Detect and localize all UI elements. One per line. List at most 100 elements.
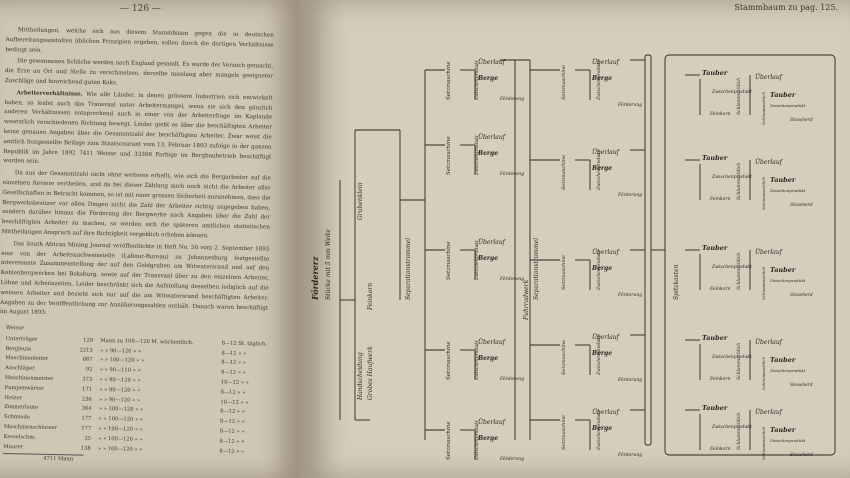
leaf-upper: Überlauf: [592, 334, 621, 341]
cell-count: 92: [85, 366, 93, 374]
leaf-middle: Zwischenprodukt: [596, 335, 602, 376]
leaf-feed: Förderung: [617, 192, 642, 198]
leaf-stree: Stossherd: [790, 382, 813, 388]
leaf-upper: Überlauf: [592, 149, 621, 156]
leaf-middle: Zwischenprodukt: [596, 60, 602, 101]
branch-label: Grobes Haufwerk: [367, 346, 374, 400]
leaf-stree: Stossherd: [790, 292, 813, 298]
leaf-stree: Stossherd: [790, 452, 813, 458]
paragraph-text: Wie alle Länder, in denen grössere Indus…: [3, 91, 273, 166]
leaf-tabler: Tauber: [770, 266, 796, 274]
leaf-slimes: Schlammschlich: [761, 92, 766, 125]
branch-label: Separationstrommel: [405, 238, 412, 300]
running-head: Stammbaum zu pag. 125.: [734, 3, 838, 12]
leaf-ore: Berge: [477, 150, 498, 157]
paragraph-text: Das South African Mining Journal veröffe…: [0, 240, 270, 317]
leaf-ore: Berge: [591, 75, 612, 82]
leaf-ore: Berge: [591, 265, 612, 272]
leaf-middle: Zwischenprodukt: [711, 354, 752, 360]
paragraph-lead: Arbeiterverhältnisse.: [16, 90, 87, 98]
leaf-slimes: Schlammschlich: [736, 253, 742, 290]
leaf-middle: Zwischenprodukt: [474, 340, 480, 381]
cell-count: 236: [81, 396, 92, 403]
leaf-middle: Zwischenprodukt: [474, 135, 480, 176]
cell-count: 373: [82, 376, 93, 383]
leaf-middle: Zwischenprodukt: [769, 188, 806, 193]
leaf-slimes: Schlammschlich: [736, 343, 742, 380]
leaf-upper: Überlauf: [592, 409, 621, 416]
leaf-fine: Feinkorn: [709, 446, 730, 452]
mid-label: Setzmaschine: [561, 65, 567, 100]
mid-label: Setzmaschine: [446, 341, 452, 380]
paragraph-text: Die gewonnenen Schliche werden nach Engl…: [4, 58, 274, 87]
leaf-slimes: Schlammschlich: [736, 163, 742, 200]
leaf-feed: Förderung: [617, 377, 642, 383]
mid-label: Setzmaschine: [446, 241, 452, 280]
mid-label: Setzmaschine: [561, 155, 567, 190]
cell-rate: » » 100—120 » »: [98, 445, 143, 453]
leaf-ore: Berge: [477, 255, 498, 262]
cell-trade: Maurer: [3, 443, 24, 450]
leaf-tabler: Tauber: [770, 91, 796, 99]
cell-count: 129: [83, 337, 94, 344]
leaf-upper: Überlauf: [592, 249, 621, 256]
paragraph-text: Mittheilungen, welche sich aus diesem St…: [5, 27, 274, 54]
leaf-middle: Zwischenprodukt: [711, 89, 752, 95]
right-frame-box: [664, 54, 836, 456]
leaf-tabler: Tauber: [702, 154, 728, 162]
leaf-feed: Förderung: [617, 452, 642, 458]
mid-label: Setzmaschine: [561, 340, 567, 375]
root-sub-label: Stücke mit 5 mm Weite: [325, 229, 332, 300]
frame-label: Spitzkasten: [673, 264, 680, 300]
leaf-middle: Zwischenprodukt: [769, 103, 806, 108]
leaf-upper: Überlauf: [755, 74, 784, 81]
leaf-upper: Überlauf: [755, 249, 784, 256]
leaf-upper: Überlauf: [755, 159, 784, 166]
leaf-middle: Zwischenprodukt: [596, 410, 602, 451]
cell-hours: 8—12 » »: [219, 448, 245, 455]
leaf-ore: Berge: [591, 165, 612, 172]
paragraph: Arbeiterverhältnisse. Wie alle Länder, i…: [3, 89, 273, 173]
leaf-slimes: Schlammschlich: [736, 413, 742, 450]
leaf-slimes: Schlammschlich: [736, 78, 742, 115]
leaf-feed: Förderung: [499, 456, 524, 462]
mid-label: Separationstrommel: [533, 238, 540, 300]
leaf-feed: Förderung: [617, 292, 642, 298]
right-page: Stammbaum zu pag. 125. Fördererz Stücke m…: [300, 0, 850, 478]
leaf-middle: Zwischenprodukt: [769, 278, 806, 283]
leaf-middle: Zwischenprodukt: [769, 438, 806, 443]
leaf-tabler: Tauber: [770, 356, 796, 364]
leaf-middle: Zwischenprodukt: [711, 174, 752, 180]
page-number: — 126 —: [120, 4, 161, 14]
leaf-middle: Zwischenprodukt: [474, 60, 480, 101]
cell-count: 171: [82, 386, 93, 393]
leaf-feed: Förderung: [617, 102, 642, 108]
branch-label: Feinkorn: [367, 283, 374, 311]
paragraph-text: Da aus der Gesammtzahl nicht ohne weiter…: [1, 170, 271, 240]
leaf-slimes: Schlammschlich: [761, 427, 766, 460]
leaf-upper: Überlauf: [755, 409, 784, 416]
leaf-ore: Berge: [477, 75, 498, 82]
leaf-ore: Berge: [591, 350, 612, 357]
leaf-stree: Stossherd: [790, 202, 813, 208]
mid-label: Setzmaschine: [446, 421, 452, 460]
cell-count: 2215: [79, 347, 93, 354]
body-text: Mittheilungen, welche sich aus diesem St…: [0, 26, 274, 326]
root-label: Fördererz: [310, 256, 320, 301]
bracket-box: [644, 54, 652, 446]
mid-label: Setzmaschine: [446, 136, 452, 175]
paragraph: Da aus der Gesammtzahl nicht ohne weiter…: [2, 169, 271, 243]
leaf-tabler: Tauber: [702, 69, 728, 77]
leaf-tabler: Tauber: [702, 334, 728, 342]
leaf-middle: Zwischenprodukt: [711, 424, 752, 430]
leaf-stree: Stossherd: [790, 117, 813, 123]
paragraph: Die gewonnenen Schliche werden nach Engl…: [5, 57, 274, 92]
leaf-upper: Überlauf: [478, 239, 507, 246]
leaf-tabler: Tauber: [702, 244, 728, 252]
mid-label: Setzmaschine: [561, 415, 567, 450]
leaf-upper: Überlauf: [592, 59, 621, 66]
leaf-upper: Überlauf: [478, 419, 507, 426]
leaf-slimes: Schlammschlich: [761, 177, 766, 210]
